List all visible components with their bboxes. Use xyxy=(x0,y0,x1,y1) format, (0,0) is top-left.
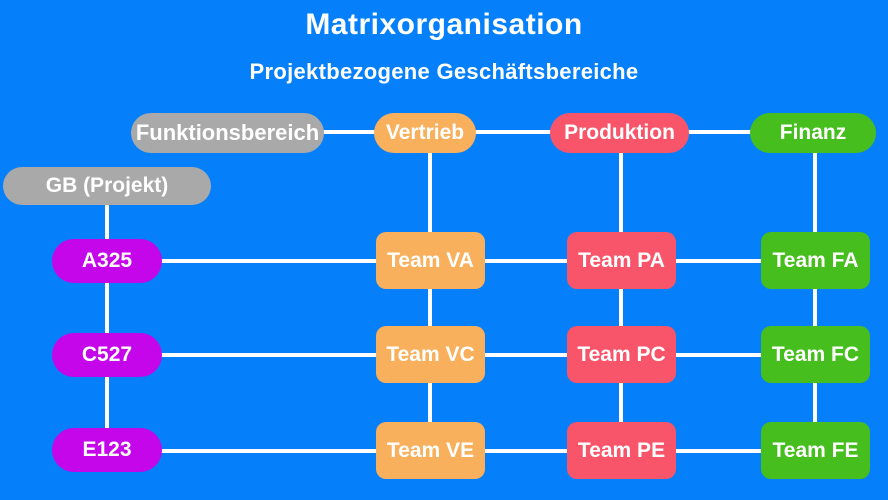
node-team-fe: Team FE xyxy=(761,422,870,479)
node-produktion: Produktion xyxy=(550,113,689,153)
node-label: A325 xyxy=(81,249,133,272)
node-label: Team PE xyxy=(577,438,666,462)
node-gb-projekt-header: GB (Projekt) xyxy=(3,167,211,205)
page-subtitle: Projektbezogene Geschäftsbereiche xyxy=(249,59,639,84)
node-team-pe: Team PE xyxy=(567,422,676,479)
node-label: Team FE xyxy=(772,438,859,462)
node-label: Produktion xyxy=(564,121,675,144)
connector-column-projects xyxy=(105,185,109,451)
node-team-vc: Team VC xyxy=(376,326,485,383)
node-label: Team VA xyxy=(387,248,474,272)
node-team-fc: Team FC xyxy=(761,326,870,383)
connector-column-finanz xyxy=(813,132,817,451)
node-label: Team PA xyxy=(578,248,665,272)
node-label: Team PC xyxy=(577,342,666,366)
node-label: Team VE xyxy=(386,438,475,462)
node-label: C527 xyxy=(81,343,133,366)
page-title: Matrixorganisation xyxy=(305,8,583,41)
connector-column-vertrieb xyxy=(428,132,432,451)
node-project-e123: E123 xyxy=(52,428,162,472)
node-finanz: Finanz xyxy=(750,113,876,153)
node-team-pa: Team PA xyxy=(567,232,676,289)
node-team-pc: Team PC xyxy=(567,326,676,383)
node-team-va: Team VA xyxy=(376,232,485,289)
node-label: Finanz xyxy=(779,121,847,144)
node-project-a325: A325 xyxy=(52,239,162,283)
node-vertrieb: Vertrieb xyxy=(374,113,476,153)
node-team-fa: Team FA xyxy=(761,232,870,289)
node-label: Team FC xyxy=(771,342,860,366)
connector-top-row xyxy=(227,130,815,134)
node-funktionsbereich-header: Funktionsbereich xyxy=(131,113,324,153)
node-label: E123 xyxy=(82,438,132,461)
node-label: GB (Projekt) xyxy=(45,174,169,197)
node-label: Vertrieb xyxy=(385,121,465,144)
node-label: Funktionsbereich xyxy=(135,120,320,145)
node-project-c527: C527 xyxy=(52,333,162,377)
node-label: Team FA xyxy=(772,248,859,272)
node-team-ve: Team VE xyxy=(376,422,485,479)
connector-column-produktion xyxy=(619,132,623,451)
node-label: Team VC xyxy=(386,342,475,366)
